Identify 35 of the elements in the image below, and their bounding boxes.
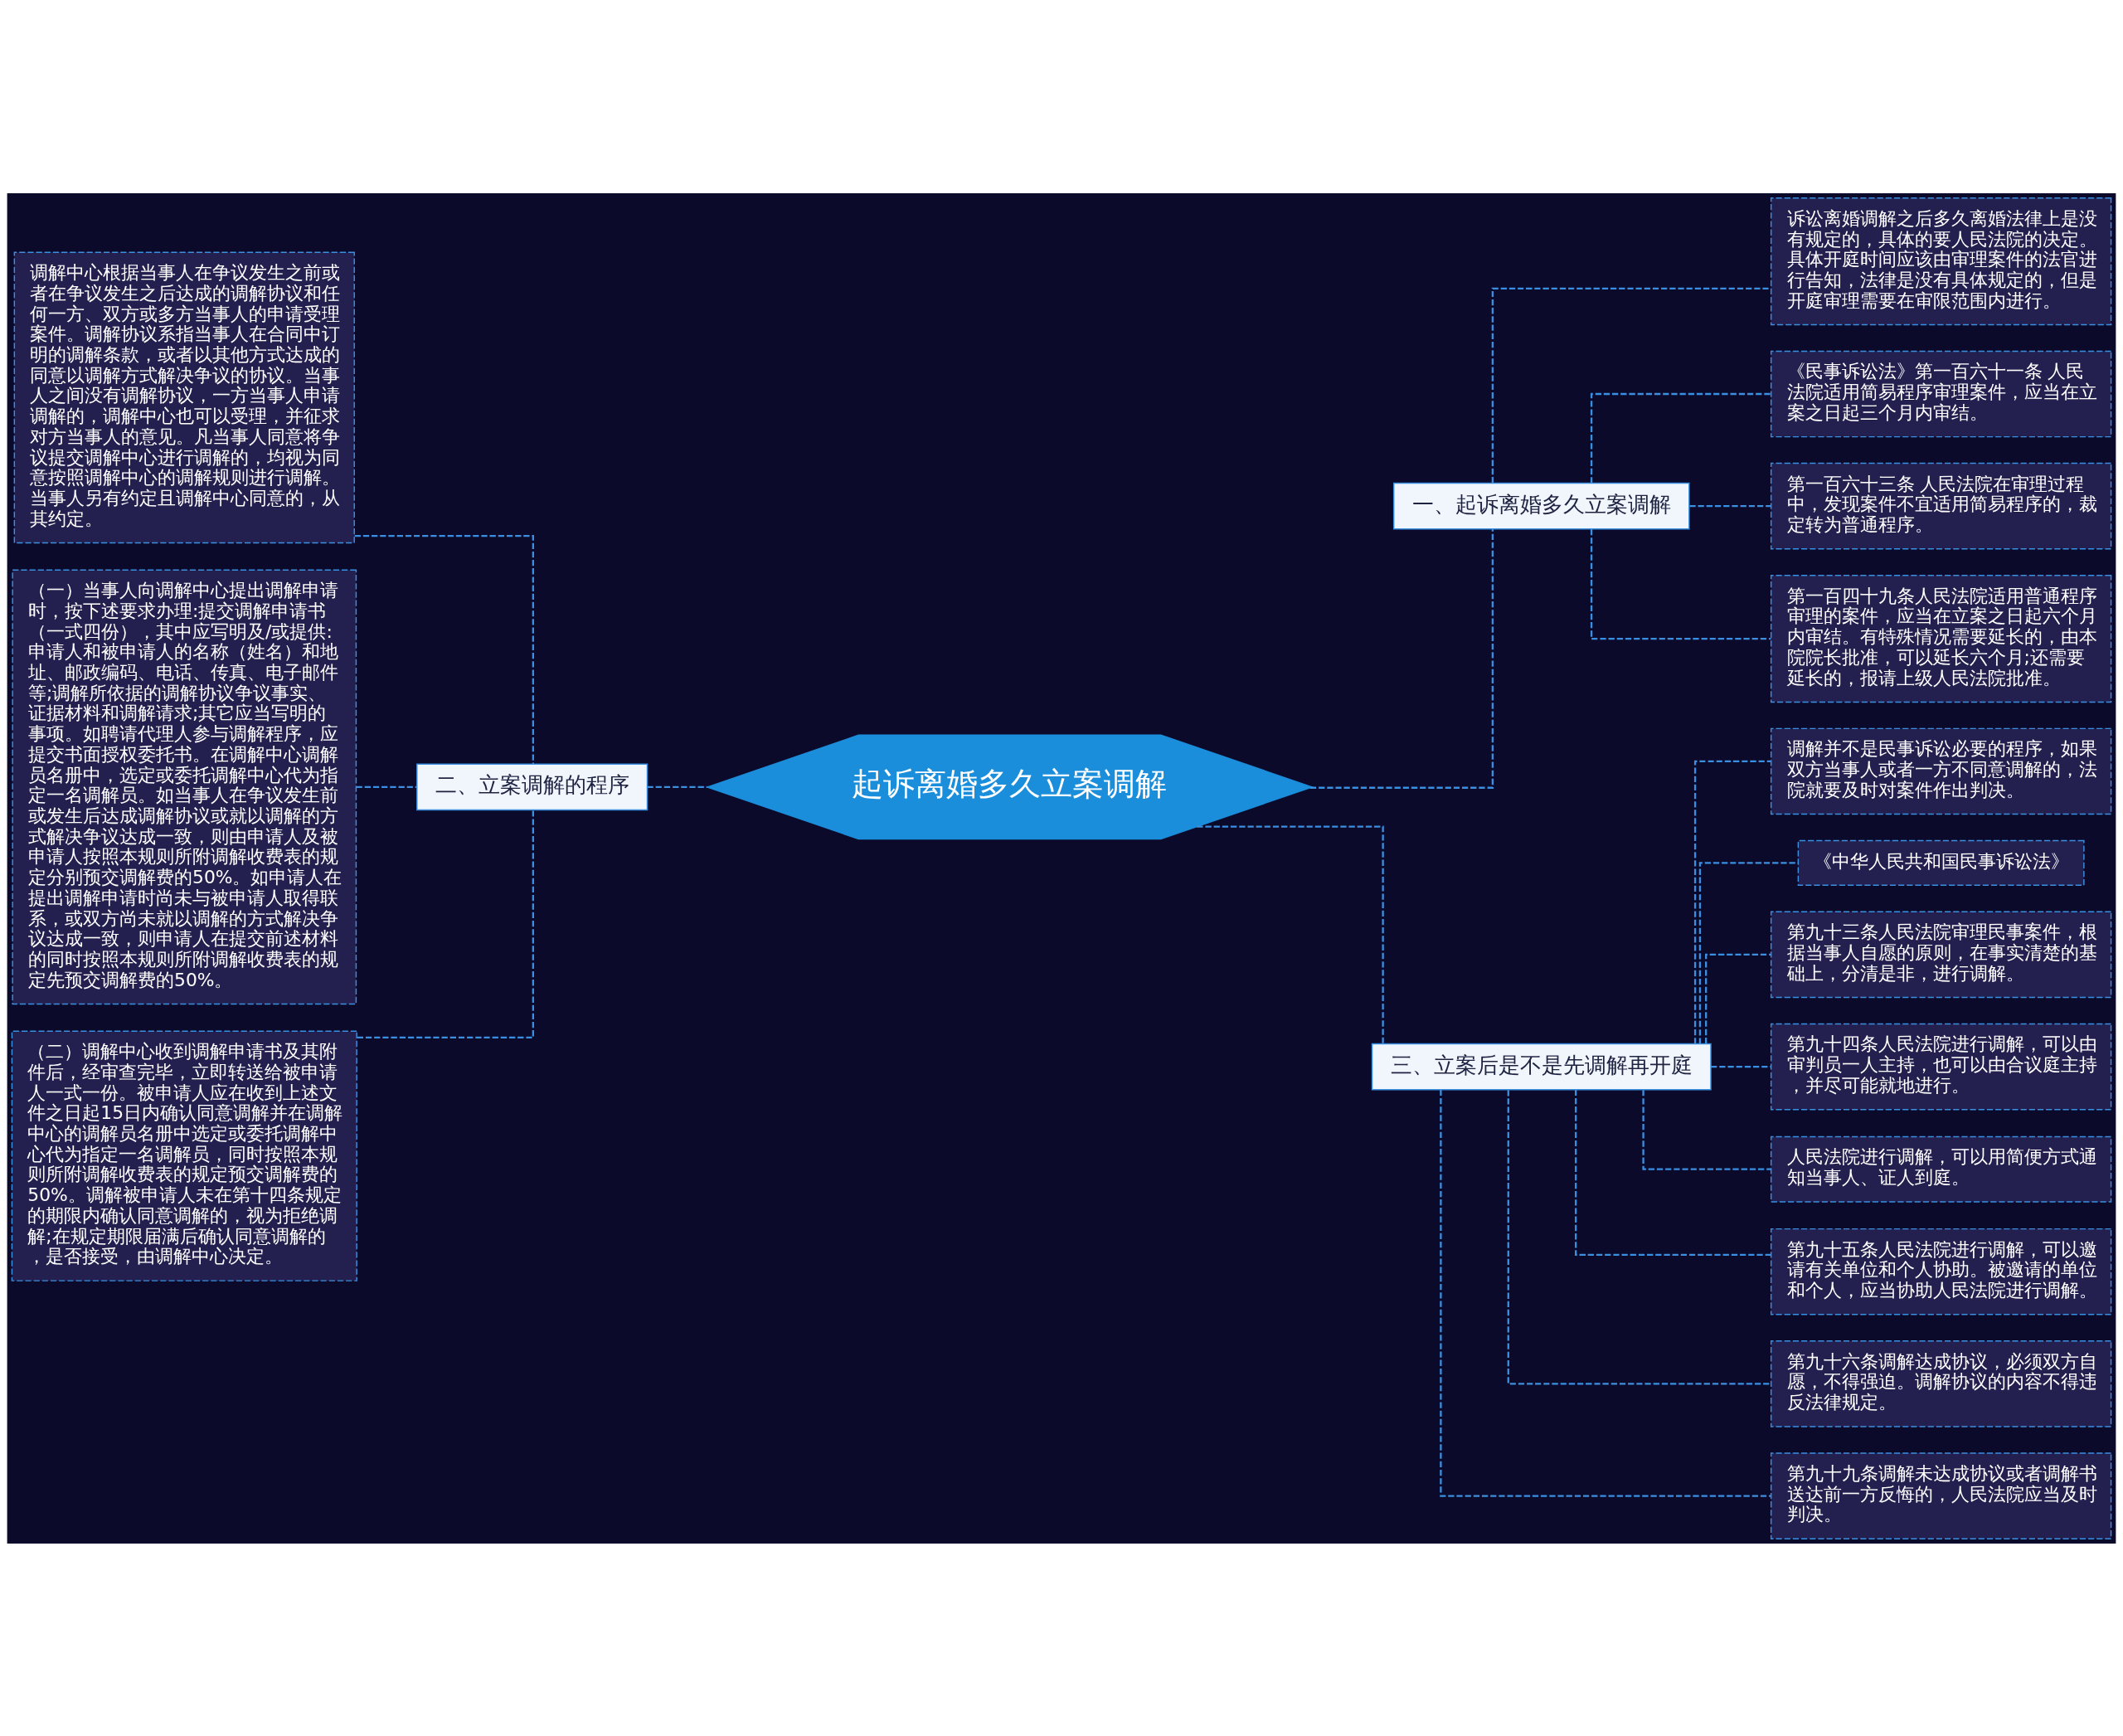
connector bbox=[356, 785, 417, 788]
connector bbox=[1507, 1089, 1771, 1385]
connector bbox=[1689, 504, 1771, 507]
node-box: 二、立案调解的程序 bbox=[416, 763, 649, 810]
node-box: 第九十三条人民法院审理民事案件，根据当事人自愿的原则，在事实清楚的基础上，分清是非，进行调解。 bbox=[1770, 911, 2112, 998]
connector bbox=[1491, 287, 1771, 483]
connector bbox=[1642, 1089, 1771, 1170]
node-box: 三、立案后是不是先调解再开庭 bbox=[1371, 1043, 1712, 1090]
node-box: 《民事诉讼法》第一百六十一条 人民法院适用简易程序审理案件，应当在立案之日起三个月内审结。 bbox=[1770, 350, 2112, 437]
node-box: 一、起诉离婚多久立案调解 bbox=[1392, 482, 1690, 530]
connector bbox=[1197, 825, 1384, 1043]
connector bbox=[354, 534, 534, 764]
node-box: 人民法院进行调解，可以用简便方式通知当事人、证人到庭。 bbox=[1770, 1135, 2112, 1203]
node-box: 诉讼离婚调解之后多久离婚法律上是没有规定的，具体的要人民法院的决定。具体开庭时间应该由审理案件的法官进行告知，法律是没有具体规定的，但是开庭审理需要在审限范围内进行。 bbox=[1770, 197, 2112, 325]
node-box: 调解并不是民事诉讼必要的程序，如果双方当事人或者一方不同意调解的，法院就要及时对案件作出判决。 bbox=[1770, 727, 2112, 815]
node-box: 第九十五条人民法院进行调解，可以邀请有关单位和个人协助。被邀请的单位和个人，应当协助人民法院进行调解。 bbox=[1770, 1228, 2112, 1315]
connector bbox=[357, 810, 534, 1038]
node-box: 调解中心根据当事人在争议发生之前或者在争议发生之后达成的调解协议和任何一方、双方或多方当事人的申请受理案件。调解协议系指当事人在合同中订明的调解条款，或者以其他方式达成的同意以调解方式解决争议的协议。当事人之间没有调解协议，一方当事人申请调解的，调解中心也可以受理，并征求对方当事人的意见。凡当事人同意将争议提交调解中心进行调解的，均视为同意按照调解中心的调解规则进行调解。当事人另有约定且调解中心同意的，从其约定。 bbox=[13, 251, 355, 543]
node-box: 《中华人民共和国民事诉讼法》 bbox=[1797, 839, 2085, 886]
connector bbox=[1309, 528, 1494, 789]
node-box: 第一百四十九条人民法院适用普通程序审理的案件，应当在立案之日起六个月内审结。有特殊情况需要延长的，由本院院长批准，可以延长六个月;还需要延长的，报请上级人民法院批准。 bbox=[1770, 574, 2112, 703]
connector bbox=[647, 785, 707, 788]
node-box: 第九十六条调解达成协议，必须双方自愿，不得强迫。调解协议的内容不得违反法律规定。 bbox=[1770, 1340, 2112, 1427]
connector bbox=[1590, 392, 1771, 483]
connector bbox=[1440, 1089, 1771, 1497]
connector bbox=[1590, 528, 1771, 639]
node-box: 第九十九条调解未达成协议或者调解书送达前一方反悔的，人民法院应当及时判决。 bbox=[1770, 1452, 2112, 1539]
connector bbox=[1705, 953, 1771, 1043]
connector bbox=[1575, 1089, 1771, 1256]
node-box: （一）当事人向调解中心提出调解申请时，按下述要求办理:提交调解申请书（一式四份），其中应写明及/或提供:申请人和被申请人的名称（姓名）和地址、邮政编码、电话、传真、电子邮件等;调解所依据的调解协议争议事实、证据材料和调解请求;其它应当写明的事项。如聘请代理人参与调解程序，应提交书面授权委托书。在调解中心调解员名册中，选定或委托调解中心代为指定一名调解员。如当事人在争议发生前或发生后达成调解协议或就以调解的方式解决争议达成一致，则由申请人及被申请人按照本规则所附调解收费表的规定分别预交调解费的50%。如申请人在提出调解申请时尚未与被申请人取得联系，或双方尚未就以调解的方式解决争议达成一致，则申请人在提交前述材料的同时按照本规则所附调解收费表的规定先预交调解费的50%。 bbox=[12, 569, 357, 1004]
node-box: （二）调解中心收到调解申请书及其附件后，经审查完毕，立即转送给被申请人一式一份。被申请人应在收到上述文件之日起15日内确认同意调解并在调解中心的调解员名册中选定或委托调解中心代为指定一名调解员，同时按照本规则所附调解收费表的规定预交调解费的50%。调解被申请人未在第十四条规定的期限内确认同意调解的，视为拒绝调解;在规定期限届满后确认同意调解的，是否接受，由调解中心决定。 bbox=[11, 1030, 357, 1281]
node-box: 第九十四条人民法院进行调解，可以由审判员一人主持，也可以由合议庭主持，并尽可能就地进行。 bbox=[1770, 1023, 2112, 1110]
connector bbox=[1693, 760, 1771, 1043]
connector bbox=[1711, 1065, 1771, 1067]
node-box: 第一百六十三条 人民法院在审理过程中，发现案件不宜适用简易程序的，裁定转为普通程序。 bbox=[1770, 462, 2112, 550]
